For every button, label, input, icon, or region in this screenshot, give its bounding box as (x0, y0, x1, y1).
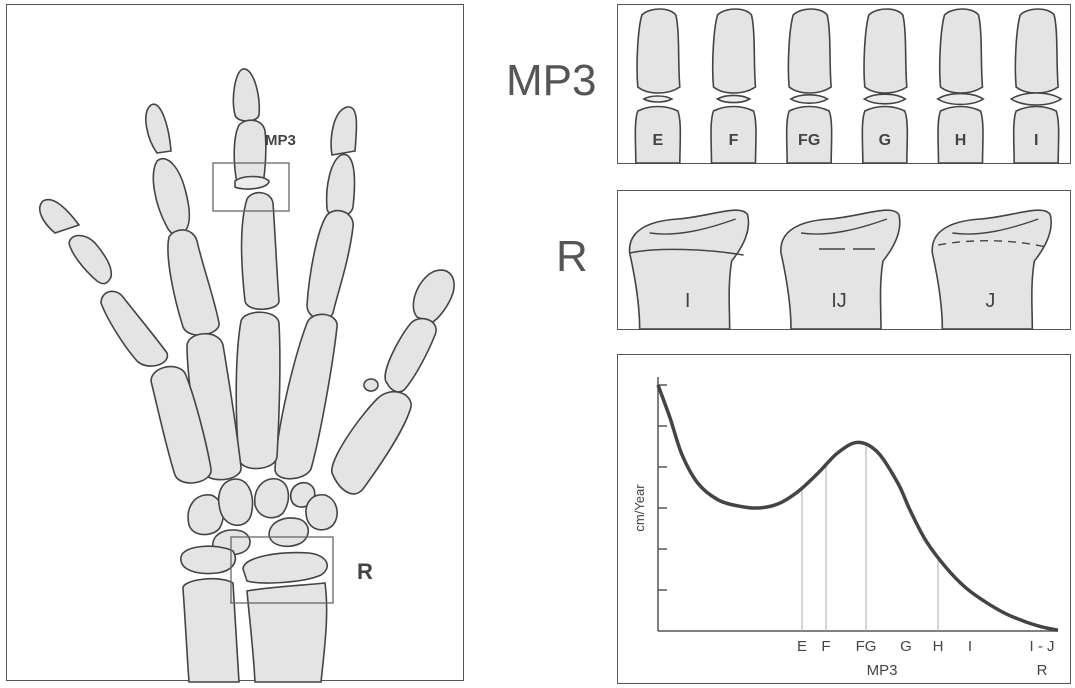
mp3-epiphysis (1011, 93, 1061, 105)
mp3-stage-h: H (938, 9, 984, 163)
mp3-stage-label: H (955, 132, 967, 149)
middle-distal-phalanx (233, 69, 259, 121)
radius-stages-illustration: I IJ J (618, 191, 1072, 331)
mp3-middle-phalanx (864, 9, 907, 93)
mp3-middle-phalanx (940, 9, 983, 93)
radius-stage-i: I (630, 210, 749, 329)
capitate-bone (219, 479, 253, 525)
thumb-metacarpal (332, 392, 411, 494)
mp3-stage-g: G (862, 9, 907, 163)
index-metacarpal (275, 314, 337, 478)
x-axis-label-r: R (1037, 662, 1048, 679)
middle-epiphysis-cap (235, 177, 269, 190)
mp3-stage-fg: FG (787, 9, 832, 163)
thumb-proximal-phalanx (385, 319, 436, 392)
index-distal-phalanx (331, 107, 356, 155)
x-tick-label-e: E (797, 638, 807, 655)
radius-stage-label: IJ (831, 290, 847, 312)
x-tick-label-fg: FG (856, 638, 877, 655)
radius-stages-panel: I IJ J (617, 190, 1071, 330)
x-tick-label-f: F (821, 638, 830, 655)
x-tick-label-g: G (900, 638, 912, 655)
ring-distal-phalanx (146, 104, 171, 153)
mp3-stages-panel: E F FG G H I (617, 4, 1071, 164)
radius-stage-label: I (685, 290, 691, 312)
mp3-stage-label: E (652, 132, 663, 149)
little-distal-phalanx (40, 200, 79, 233)
mp3-epiphysis (644, 96, 672, 102)
mp3-row-title: MP3 (506, 56, 596, 106)
trapezoid-bone (255, 479, 289, 518)
mp3-middle-phalanx (1015, 9, 1058, 93)
mp3-stage-f: F (711, 9, 756, 163)
radius-stage-label: J (985, 290, 995, 312)
index-proximal-phalanx (307, 211, 353, 320)
x-tick-label-i: I (968, 638, 972, 655)
mp3-stage-label: I (1034, 132, 1038, 149)
mp3-middle-phalanx (713, 9, 756, 93)
hand-skeleton-illustration: MP3 R (7, 5, 465, 682)
growth-velocity-curve (658, 385, 1058, 630)
r-row-title: R (556, 232, 588, 282)
radius-stage-j: J (932, 210, 1051, 329)
mp3-middle-phalanx (788, 9, 831, 93)
ulna-epiphysis (181, 546, 235, 573)
x-tick-label-i-j: I - J (1030, 638, 1055, 655)
hand-r-label: R (357, 559, 373, 584)
mp3-epiphysis (717, 95, 749, 102)
little-middle-phalanx (69, 236, 111, 284)
ring-middle-phalanx (153, 159, 189, 235)
mp3-stage-i: I (1011, 9, 1061, 163)
lunate-bone (269, 518, 308, 546)
thumb-distal-phalanx (413, 270, 454, 323)
mp3-middle-phalanx (637, 9, 680, 93)
mp3-epiphysis (791, 95, 828, 103)
y-axis-label: cm/Year (632, 484, 647, 532)
mp3-stage-label: FG (798, 132, 820, 149)
index-middle-phalanx (327, 154, 355, 216)
x-tick-label-h: H (933, 638, 944, 655)
mp3-stage-label: F (729, 132, 739, 149)
mp3-stages-illustration: E F FG G H I (618, 5, 1072, 165)
hand-mp3-label: MP3 (265, 132, 296, 149)
mp3-stage-e: E (635, 9, 680, 163)
radius-shaft (247, 583, 327, 682)
radius-stage-ij: IJ (781, 210, 900, 329)
scaphoid-bone (306, 495, 337, 530)
mp3-epiphysis (864, 94, 905, 104)
middle-proximal-phalanx (242, 193, 280, 310)
x-axis-label-mp3: MP3 (867, 662, 898, 679)
mp3-stage-label: G (879, 132, 891, 149)
ring-proximal-phalanx (168, 230, 219, 335)
middle-metacarpal (236, 312, 280, 468)
little-proximal-phalanx (101, 291, 167, 366)
sesamoid-bone (364, 379, 378, 391)
hand-panel: MP3 R (6, 4, 464, 681)
mp3-epiphysis (938, 94, 984, 105)
radius-epiphysis (243, 553, 327, 583)
